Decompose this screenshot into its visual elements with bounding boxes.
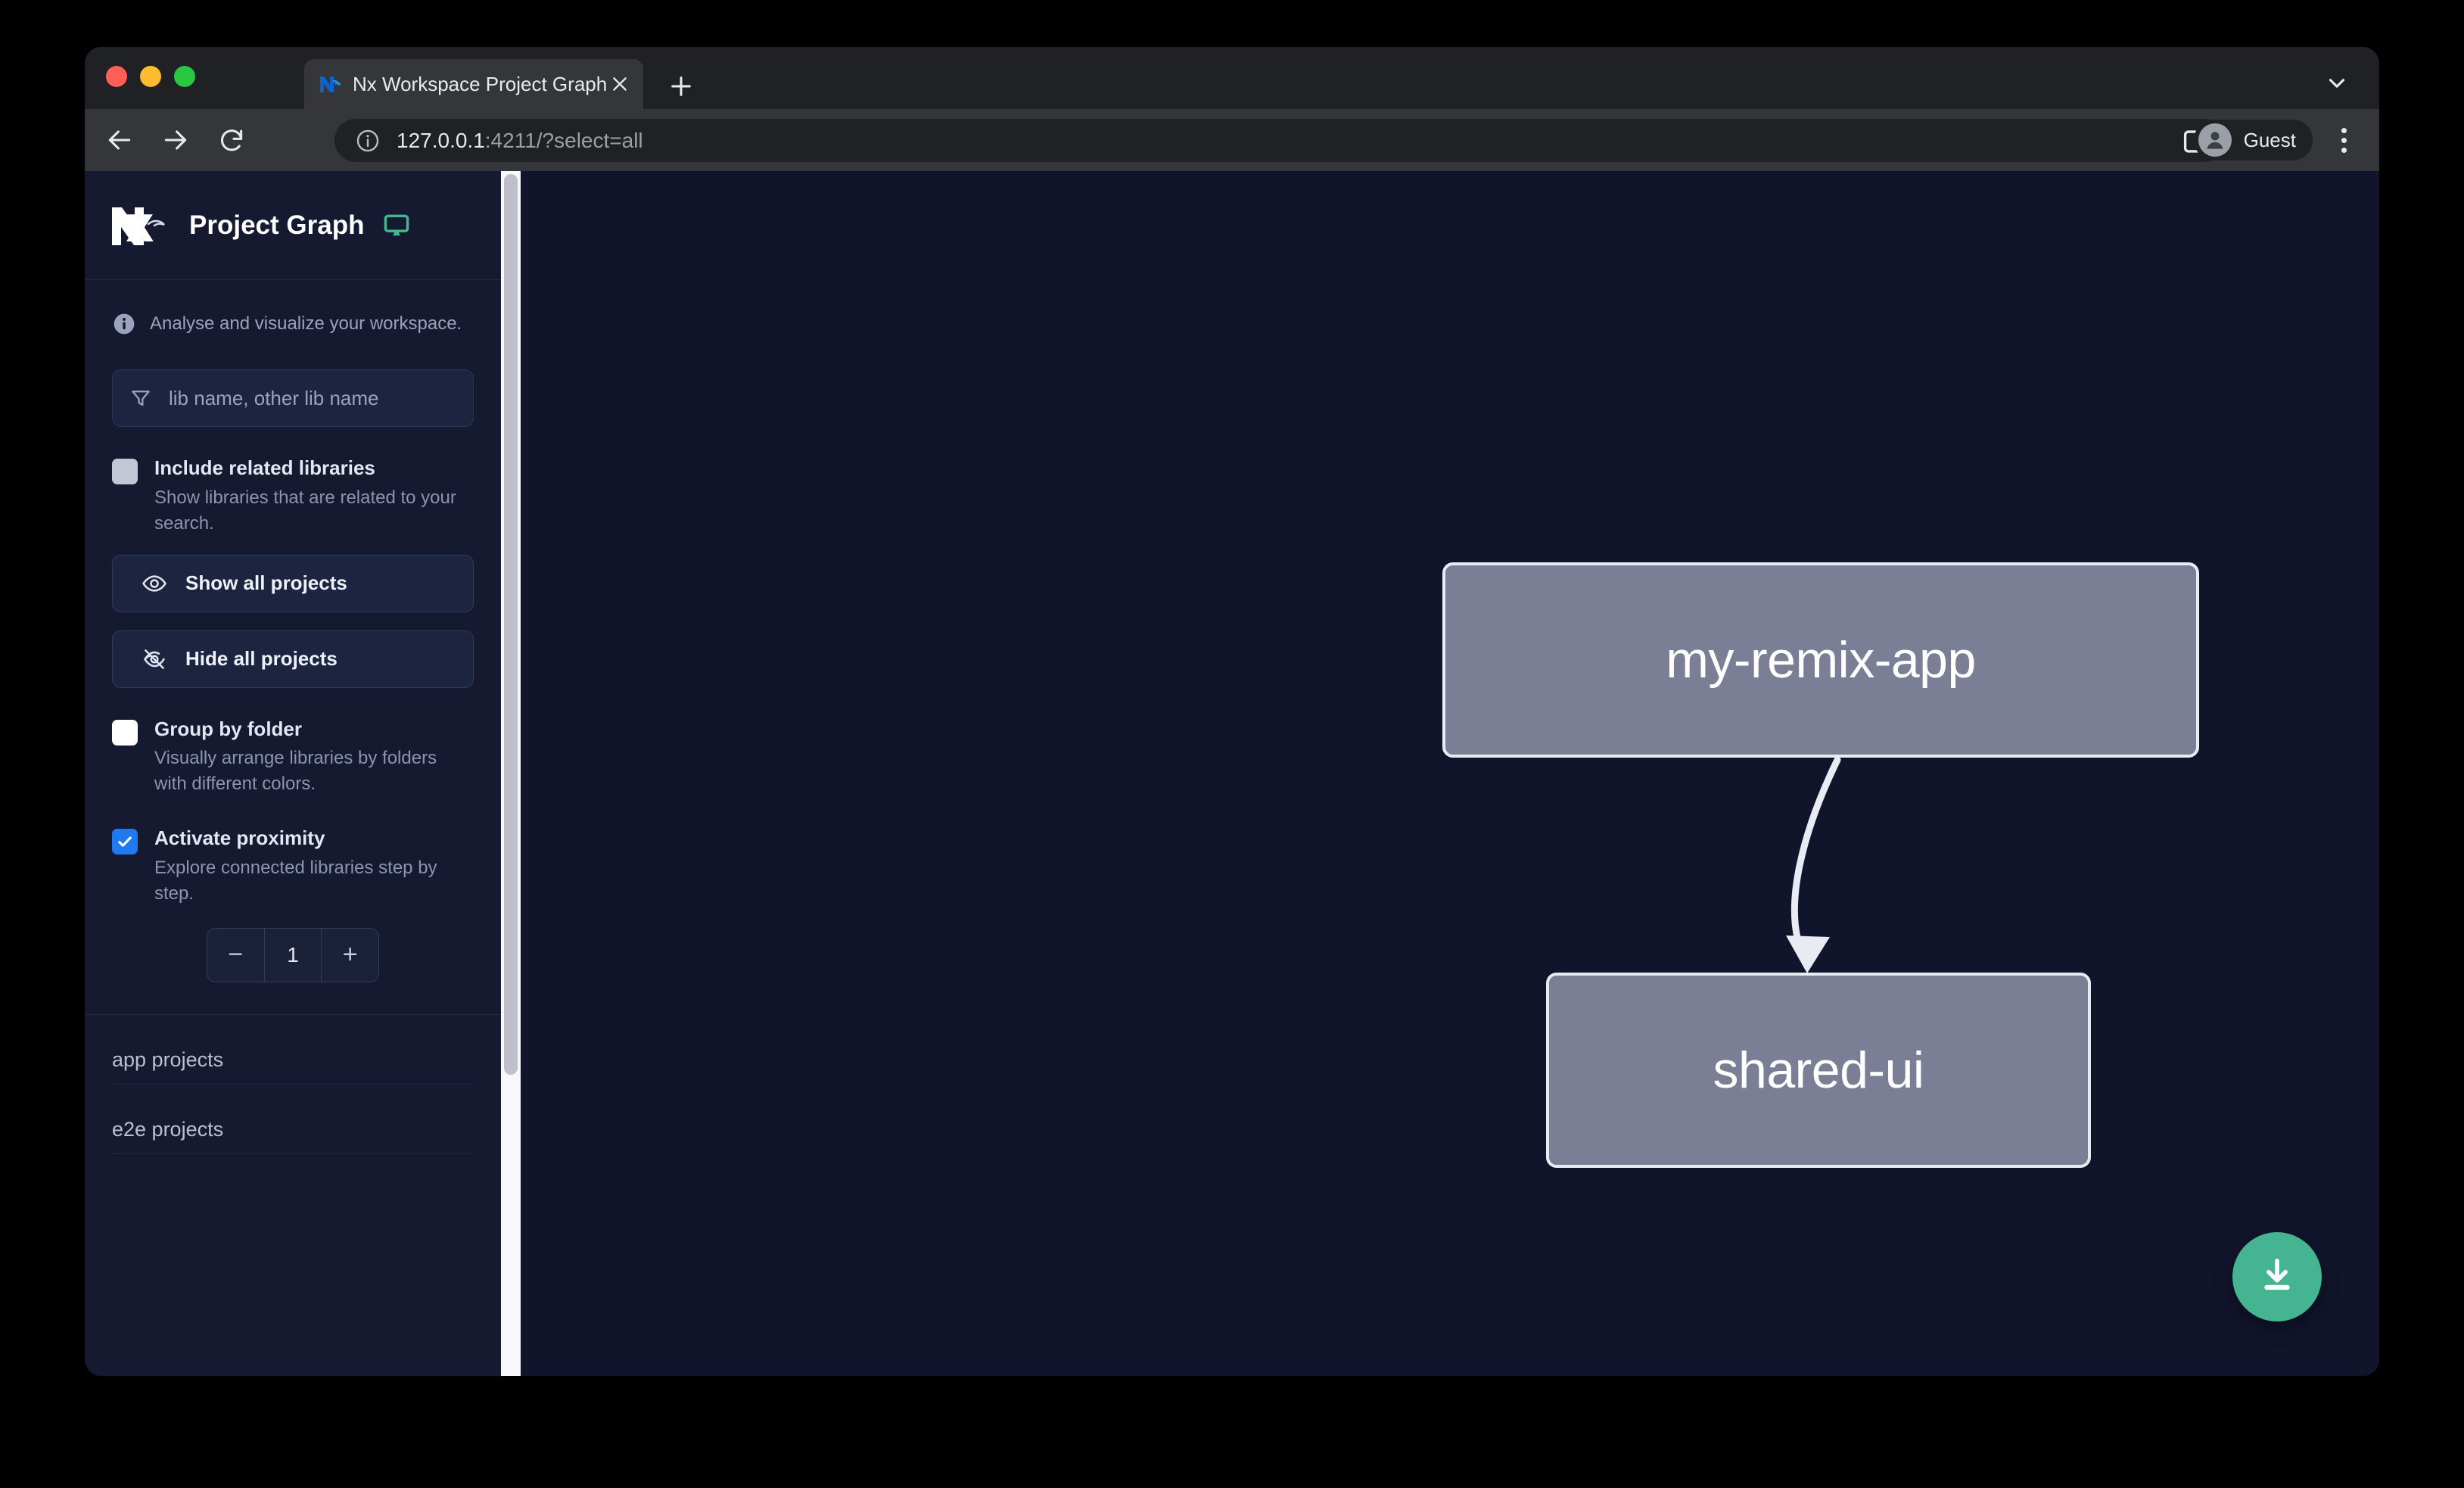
option-include-related-libraries[interactable]: Include related libraries Show libraries…	[112, 456, 474, 537]
arrow-left-icon[interactable]	[98, 119, 141, 161]
monitor-icon[interactable]	[382, 211, 411, 240]
filter-input-wrapper[interactable]	[112, 369, 474, 427]
checkbox-group-by-folder[interactable]	[112, 719, 138, 746]
scrollbar-thumb[interactable]	[504, 174, 518, 1075]
info-circle-icon[interactable]	[354, 127, 381, 154]
graph-node-label: my-remix-app	[1666, 631, 1976, 689]
arrow-right-icon[interactable]	[154, 119, 197, 161]
sidebar-tagline: Analyse and visualize your workspace.	[112, 312, 474, 336]
checkbox-activate-proximity[interactable]	[112, 829, 138, 855]
maximize-window-button[interactable]	[174, 66, 195, 87]
option-label: Group by folder	[154, 717, 302, 740]
graph-edge-my-remix-app-to-shared-ui	[1790, 756, 1841, 967]
funnel-filter-icon	[129, 387, 152, 409]
project-group-e2e-projects[interactable]: e2e projects	[112, 1118, 474, 1154]
nx-logo-icon	[109, 203, 171, 248]
option-description: Visually arrange libraries by folders wi…	[154, 748, 437, 795]
menu-dot	[2341, 127, 2347, 133]
sidebar-scrollbar[interactable]	[501, 171, 521, 1376]
project-group-app-projects[interactable]: app projects	[112, 1048, 474, 1085]
url-path: :4211/?select=all	[484, 128, 643, 152]
proximity-value: 1	[263, 928, 322, 982]
option-text: Group by folder Visually arrange librari…	[154, 717, 472, 798]
info-circle-icon	[112, 312, 136, 336]
reload-icon[interactable]	[210, 119, 253, 161]
sidebar-header: Project Graph	[85, 171, 501, 280]
profile-name: Guest	[2243, 128, 2296, 151]
option-label: Include related libraries	[154, 456, 375, 479]
option-group-by-folder[interactable]: Group by folder Visually arrange librari…	[112, 717, 474, 798]
window-traffic-lights	[106, 66, 195, 87]
browser-tab-title: Nx Workspace Project Graph	[353, 72, 607, 95]
checkbox-include-related-libraries[interactable]	[112, 459, 138, 484]
proximity-stepper[interactable]: − 1 +	[207, 927, 379, 982]
menu-dot	[2341, 137, 2347, 143]
eye-icon	[142, 571, 167, 596]
hide-all-projects-button[interactable]: Hide all projects	[112, 630, 474, 688]
browser-toolbar: 127.0.0.1:4211/?select=all Guest	[85, 109, 2379, 171]
chevron-down-icon[interactable]	[2320, 67, 2354, 100]
minimize-window-button[interactable]	[140, 66, 161, 87]
browser-window: Nx Workspace Project Graph	[85, 47, 2379, 1376]
person-icon	[2198, 123, 2232, 157]
graph-node-my-remix-app[interactable]: my-remix-app	[1442, 562, 2199, 758]
hide-all-projects-label: Hide all projects	[185, 647, 338, 671]
url-host: 127.0.0.1	[397, 128, 485, 152]
sidebar-body: Analyse and visualize your workspace. In…	[85, 280, 501, 1376]
menu-dot	[2341, 147, 2347, 153]
eye-off-icon	[142, 646, 167, 672]
option-text: Include related libraries Show libraries…	[154, 456, 472, 537]
search-input[interactable]	[169, 386, 456, 410]
project-graph-canvas[interactable]: my-remix-app shared-ui	[521, 171, 2379, 1376]
graph-node-shared-ui[interactable]: shared-ui	[1546, 973, 2091, 1168]
browser-tab[interactable]: Nx Workspace Project Graph	[304, 59, 643, 109]
option-text: Activate proximity Explore connected lib…	[154, 826, 472, 907]
show-all-projects-button[interactable]: Show all projects	[112, 554, 474, 612]
page-title: Project Graph	[189, 210, 365, 240]
sidebar: Project Graph	[85, 171, 501, 1376]
address-bar[interactable]: 127.0.0.1:4211/?select=all	[334, 119, 2226, 162]
download-image-button[interactable]	[2232, 1232, 2322, 1321]
three-dots-vertical-icon[interactable]	[2328, 124, 2360, 156]
nx-favicon-icon	[318, 73, 344, 95]
profile-chip[interactable]: Guest	[2193, 120, 2313, 160]
close-window-button[interactable]	[106, 66, 127, 87]
option-activate-proximity[interactable]: Activate proximity Explore connected lib…	[112, 826, 474, 907]
download-icon	[2255, 1253, 2299, 1301]
page-viewport: Project Graph	[85, 171, 2379, 1376]
new-tab-button[interactable]	[666, 71, 696, 101]
sidebar-divider	[85, 1013, 501, 1015]
proximity-increment-button[interactable]: +	[342, 940, 358, 970]
graph-node-label: shared-ui	[1713, 1041, 1925, 1099]
address-bar-url: 127.0.0.1:4211/?select=all	[397, 129, 643, 153]
option-description: Explore connected libraries step by step…	[154, 857, 437, 904]
graph-edge-arrowhead	[1786, 935, 1830, 973]
option-label: Activate proximity	[154, 826, 325, 850]
proximity-decrement-button[interactable]: −	[228, 940, 244, 970]
show-all-projects-label: Show all projects	[185, 571, 347, 595]
graph-edge-layer	[1786, 756, 1841, 973]
browser-tab-strip: Nx Workspace Project Graph	[85, 47, 2379, 109]
sidebar-tagline-text: Analyse and visualize your workspace.	[150, 313, 462, 334]
option-description: Show libraries that are related to your …	[154, 487, 456, 534]
close-icon[interactable]	[607, 71, 633, 97]
